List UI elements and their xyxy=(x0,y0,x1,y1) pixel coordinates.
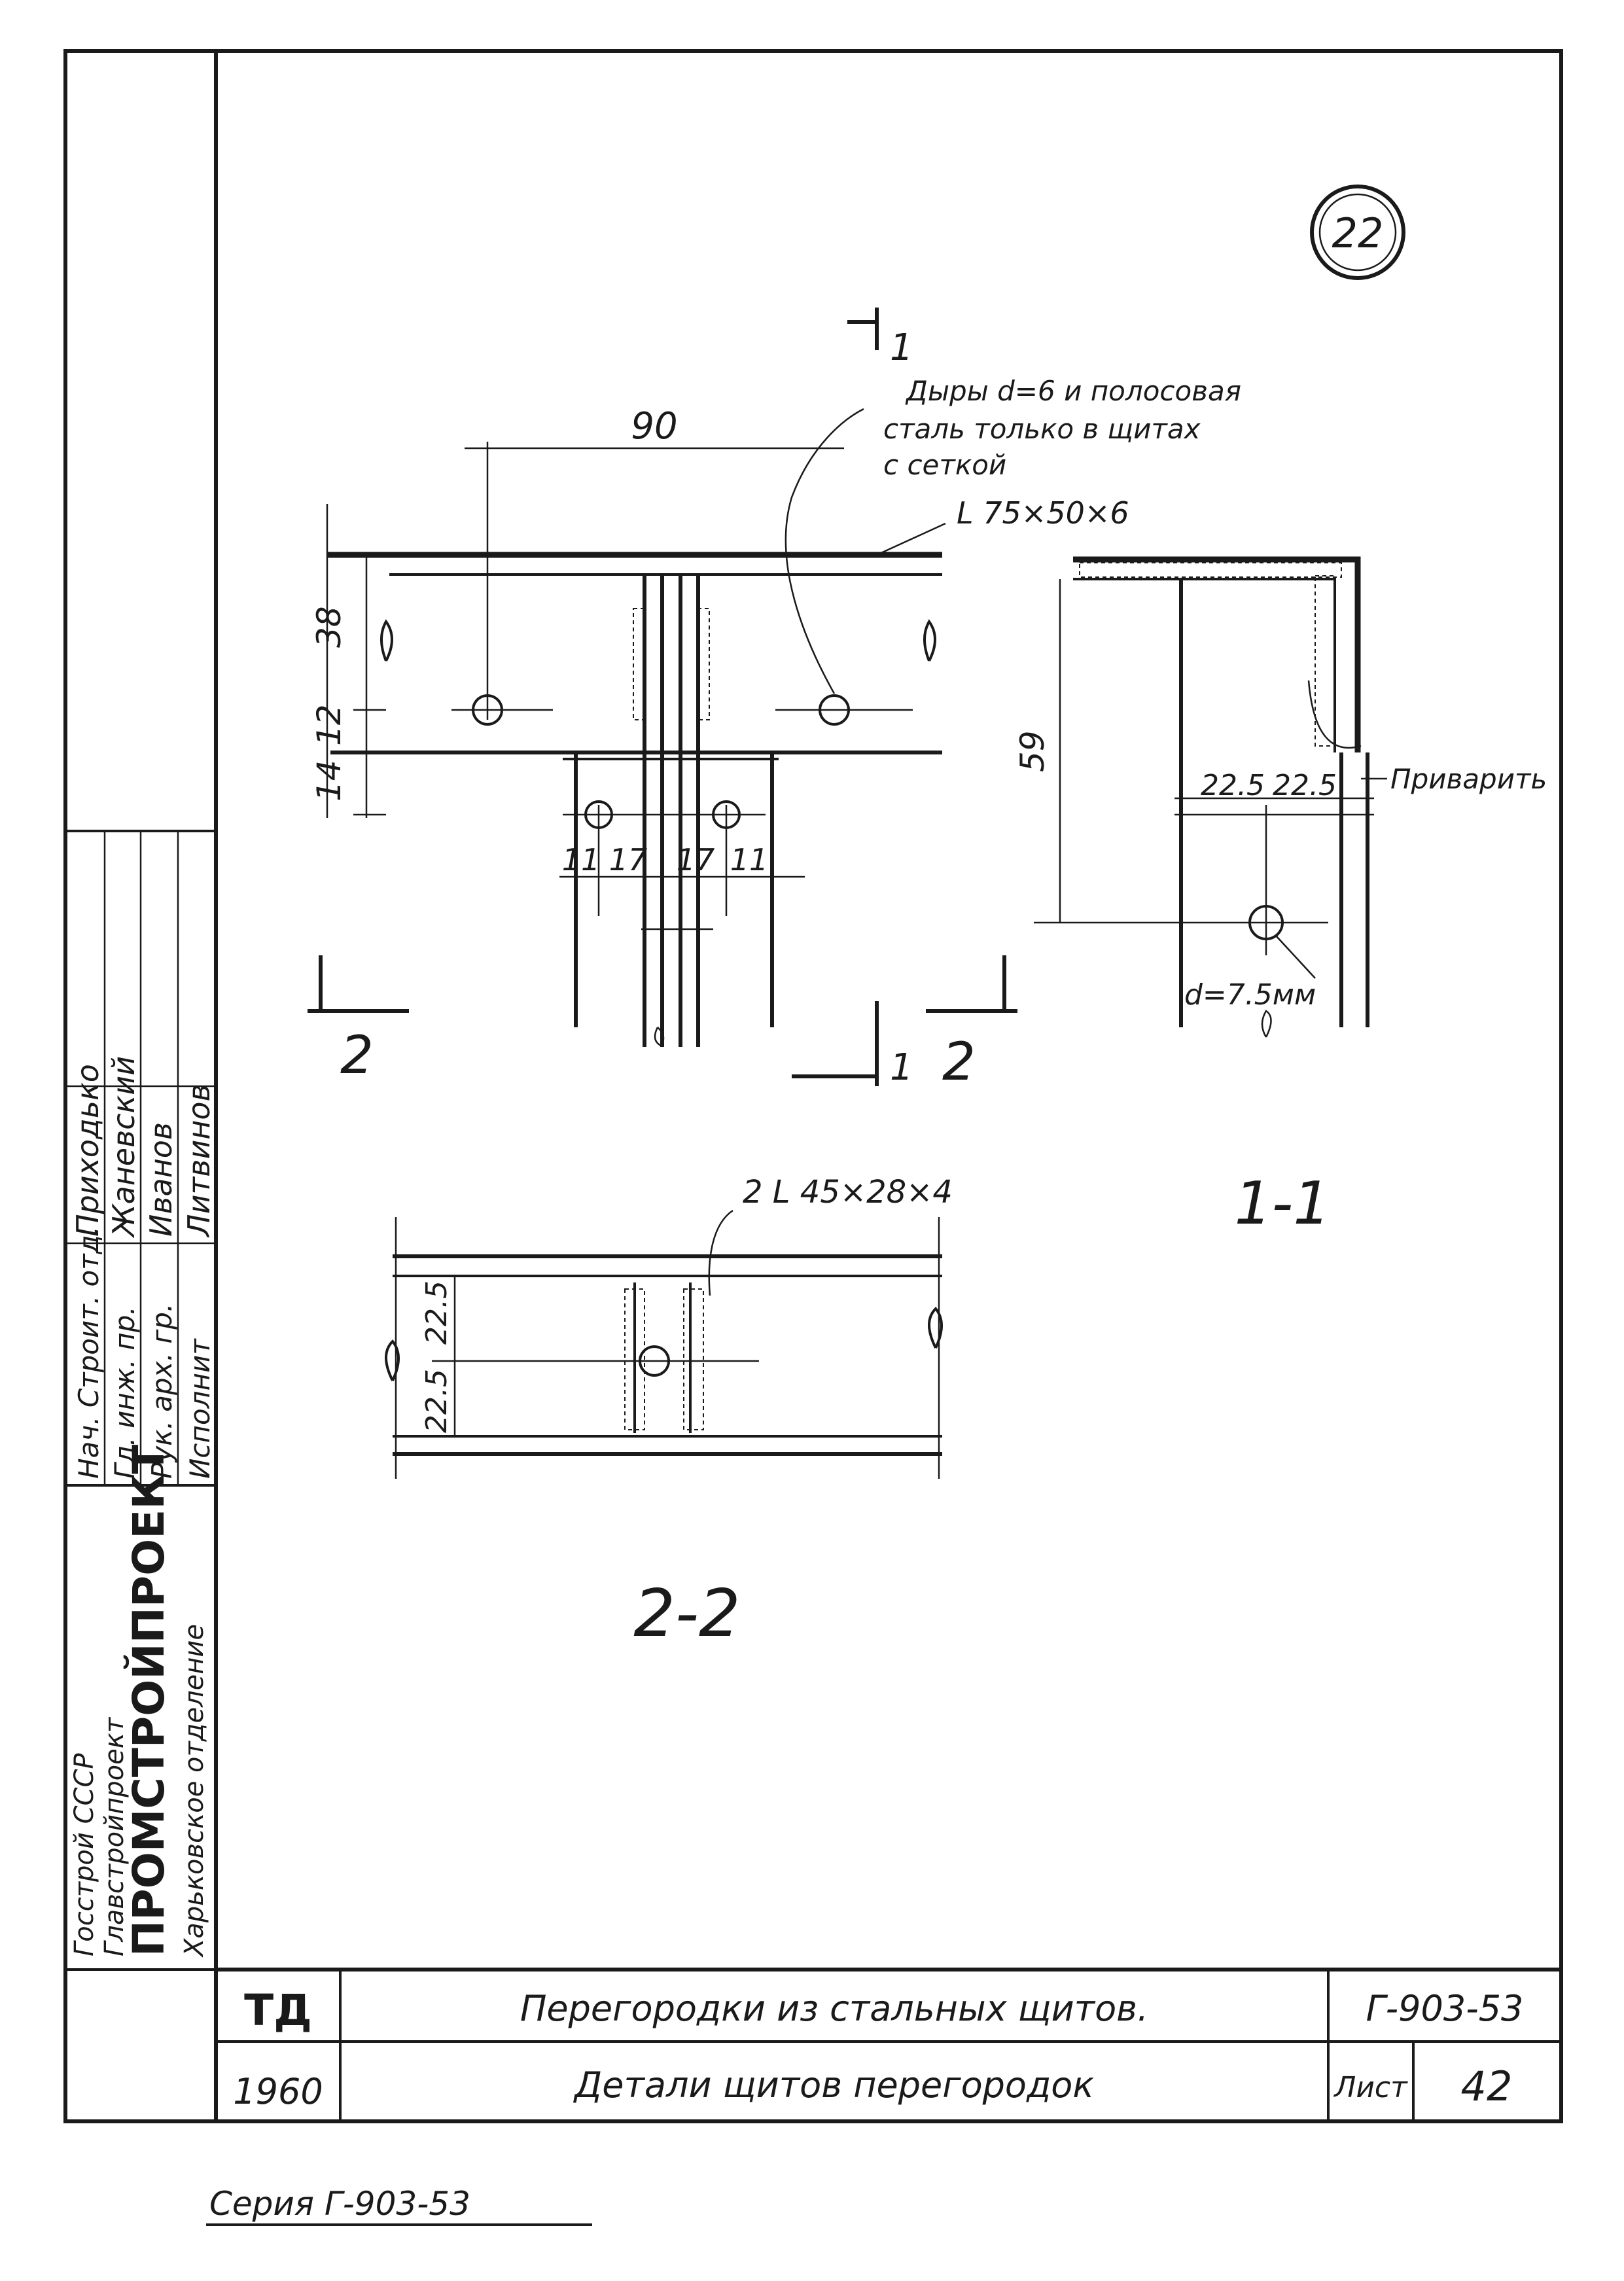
dim-38: 38 xyxy=(310,606,348,648)
note-line-3: с сеткой xyxy=(883,449,1006,481)
dim-22-5a: 22.5 xyxy=(1201,769,1265,802)
stamp-role-3: Рук. арх. гр. xyxy=(146,1303,178,1479)
title-sheet-label: Лист xyxy=(1333,2071,1408,2104)
title-main: Перегородки из стальных щитов. xyxy=(520,1988,1148,2029)
weld-note: Приварить xyxy=(1390,763,1547,795)
stamp-role-4: Исполнит xyxy=(184,1338,216,1479)
section-mark-1-top: 1 xyxy=(890,327,913,369)
stamp-org-name: ПРОМСТРОЙПРОЕКТ xyxy=(123,1445,174,1956)
dim-22-5d: 22.5 xyxy=(420,1369,453,1433)
section-mark-1-bot: 1 xyxy=(890,1046,913,1089)
stamp-name-2: Жаневский xyxy=(106,1056,141,1239)
title-code: Г-903-53 xyxy=(1366,1988,1524,2029)
title-block: ТД 1960 Перегородки из стальных щитов. Д… xyxy=(216,1968,1561,2121)
title-sub: Детали щитов перегородок xyxy=(573,2064,1094,2106)
dim-90: 90 xyxy=(631,405,677,448)
td-logo: ТД xyxy=(244,1985,312,2036)
stamp-org-line2: Главстройпроект xyxy=(99,1716,130,1956)
stamp-role-1: Нач. Строит. отд. xyxy=(73,1226,105,1479)
section-2-2-label: 2-2 xyxy=(633,1575,740,1652)
title-sheet-no: 42 xyxy=(1461,2062,1513,2110)
sheet-number-badge: 22 xyxy=(1310,185,1405,280)
dim-17a: 17 xyxy=(609,842,648,877)
dim-59: 59 xyxy=(1014,730,1051,772)
hole-diameter-label: d=7.5мм xyxy=(1184,978,1316,1012)
title-year: 1960 xyxy=(233,2071,323,2112)
stamp-org-branch: Харьковское отделение xyxy=(179,1624,209,1958)
section-1-1: 59 22.5 22.5 Приварить d=7.5мм 1-1 xyxy=(1014,556,1547,1238)
dim-17b: 17 xyxy=(677,842,715,877)
stamp-org-line1: Госстрой СССР xyxy=(69,1753,99,1956)
dim-22-5c: 22.5 xyxy=(420,1281,453,1345)
dim-14: 14 xyxy=(310,760,348,802)
stamp-name-4: Литвинов xyxy=(181,1084,217,1238)
dim-22-5b: 22.5 xyxy=(1273,769,1337,802)
sheet-frame xyxy=(63,49,1563,2123)
section-mark-2-left: 2 xyxy=(340,1025,374,1086)
detail-plan: 38 12 14 90 11 17 17 11 L 75×50×6 Дыры d… xyxy=(308,308,1241,1092)
angle-pair-label: 2 L 45×28×4 xyxy=(743,1174,953,1211)
left-stamp: Нач. Строит. отд. Гл. инж. пр. Рук. арх.… xyxy=(65,830,217,1971)
dim-11a: 11 xyxy=(562,842,601,877)
stamp-name-3: Иванов xyxy=(143,1122,179,1237)
section-2-2: 22.5 22.5 2 L 45×28×4 2-2 xyxy=(385,1174,953,1652)
angle-main-label: L 75×50×6 xyxy=(957,495,1129,531)
series-footer: Серия Г-903-53 xyxy=(206,2185,592,2226)
stamp-name-1: Приходько xyxy=(70,1064,105,1237)
dim-12: 12 xyxy=(310,704,348,746)
sheet-number: 22 xyxy=(1332,209,1384,257)
series-footer-text: Серия Г-903-53 xyxy=(209,2185,470,2223)
stamp-role-2: Гл. инж. пр. xyxy=(109,1306,141,1479)
note-line-1: Дыры d=6 и полосовая xyxy=(905,375,1241,407)
section-1-1-label: 1-1 xyxy=(1235,1169,1331,1238)
note-line-2: сталь только в щитах xyxy=(883,413,1201,445)
section-mark-2-right: 2 xyxy=(942,1031,976,1092)
dim-11b: 11 xyxy=(730,842,769,877)
